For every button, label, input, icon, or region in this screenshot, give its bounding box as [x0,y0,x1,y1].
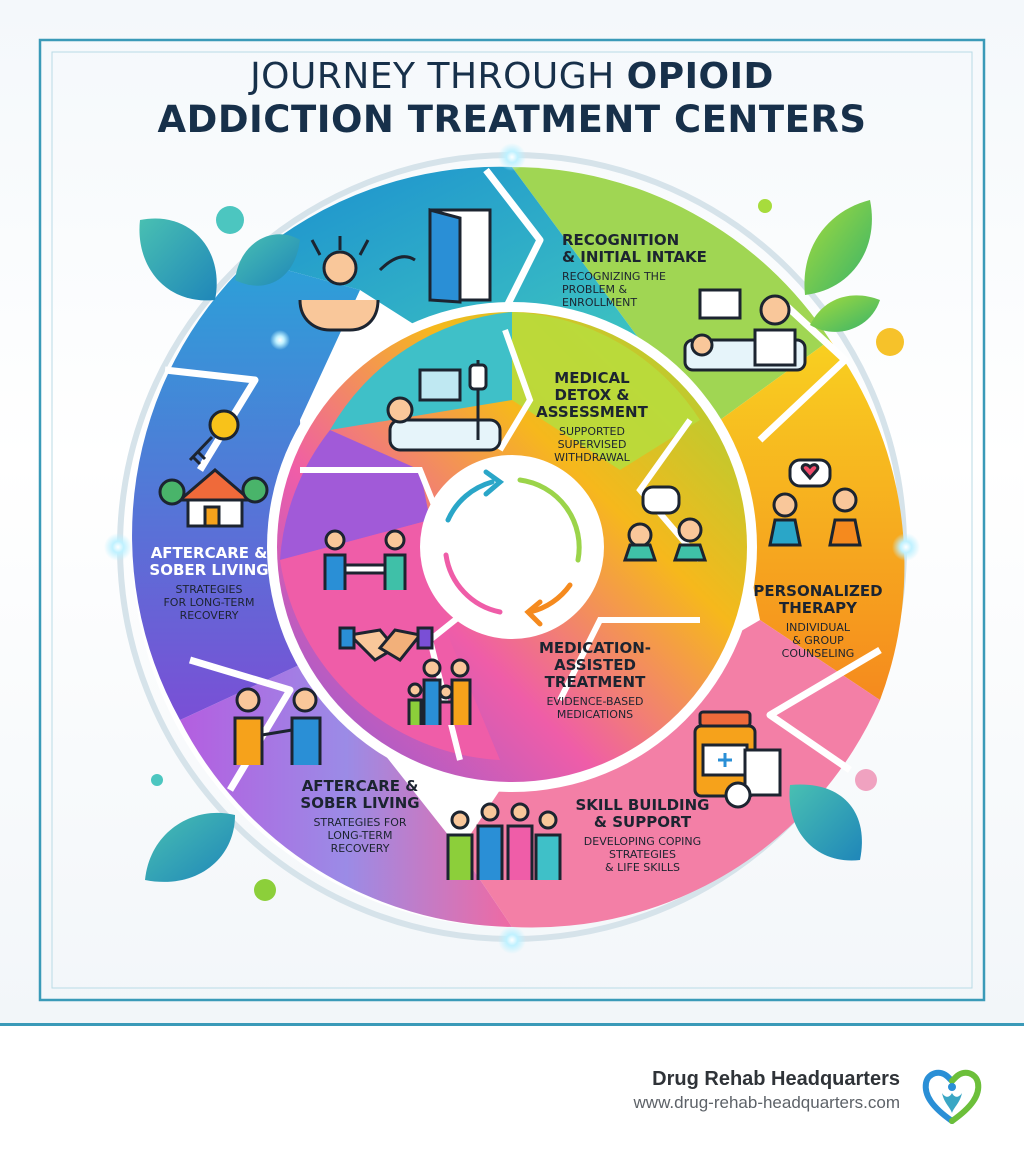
glow-dot-inner [270,330,290,350]
glow-dot-top [498,143,526,171]
leaf-icon [139,218,300,301]
family-icon [407,658,472,725]
page-title-line1: JOURNEY THROUGH OPIOID [0,56,1024,97]
title-bold-text: OPIOID [626,56,774,97]
orb-decor [855,769,877,791]
doctor-patient-icon [683,288,807,372]
stage-subtitle: ENROLLMENT [562,296,638,309]
glow-dot-right [892,533,920,561]
arrow-icon [378,255,416,272]
stage-mat-label: MEDICATION- ASSISTED TREATMENT EVIDENCE-… [520,639,670,722]
stage-subtitle: RECOGNIZING THE [562,270,666,283]
house-key-icon [158,409,269,528]
brand-url[interactable]: www.drug-rehab-headquarters.com [633,1093,900,1112]
stage-heading: SOBER LIVING [149,561,269,579]
orb-decor [216,206,244,234]
stage-heading: RECOGNITION [562,231,680,249]
stage-heading: AFTERCARE & [150,544,268,562]
footer [0,1027,1024,1154]
meeting-table-icon [323,529,407,590]
stage-recognition-label: RECOGNITION & INITIAL INTAKE RECOGNIZING… [562,231,732,310]
stage-therapy-label: PERSONALIZED THERAPY INDIVIDUAL & GROUP … [748,582,888,661]
stage-subtitle: LONG-TERM [327,829,393,842]
handshake-icon [338,626,434,662]
stage-subtitle: FOR LONG-TERM [163,596,255,609]
chat-bubbles-icon [622,485,708,562]
stage-heading: PERSONALIZED [753,582,883,600]
brand-name: Drug Rehab Headquarters [652,1068,900,1090]
inner-frame [51,51,973,989]
orb-decor [758,199,772,213]
orb-decor [151,774,163,786]
stage-detox-label: MEDICAL DETOX & ASSESSMENT SUPPORTED SUP… [527,369,657,465]
stage-heading: DETOX & [554,386,630,404]
stage-subtitle: EVIDENCE-BASED [546,695,644,708]
stage-heading: MEDICATION- [538,639,651,657]
stage-heading: THERAPY [778,599,858,617]
stage-subtitle: STRATEGIES [609,848,676,861]
stage-subtitle: SUPERVISED [557,438,627,451]
stage-subtitle: SUPPORTED [559,425,625,438]
page-title-line2: ADDICTION TREATMENT CENTERS [157,98,867,141]
stage-subtitle: INDIVIDUAL [785,621,851,634]
stage-subtitle: STRATEGIES FOR [313,816,407,829]
cycle-arrows-icon [443,469,582,627]
stage-heading: SOBER LIVING [300,794,420,812]
stage-subtitle: COUNSELING [781,647,855,660]
leaf-icon [804,200,880,332]
leaf-icon [789,784,862,861]
inner-segment-purple [280,430,430,560]
glow-dot-left [104,533,132,561]
logo-icon [922,1069,982,1124]
stage-skills-label: SKILL BUILDING & SUPPORT DEVELOPING COPI… [560,796,725,875]
open-door-icon [428,208,492,304]
stage-heading: SKILL BUILDING [575,796,710,814]
stage-heading: TREATMENT [544,673,646,691]
stage-heading: ASSESSMENT [536,403,648,421]
inner-segment-detox [512,312,700,470]
wheel-graphic [38,38,986,1002]
stage-subtitle: WITHDRAWAL [554,451,630,464]
stage-subtitle: MEDICATIONS [556,708,634,721]
stress-person-icon [298,236,380,332]
outer-frame [38,38,986,1002]
center-hole [420,455,604,639]
orb-decor [254,879,276,901]
stage-heading: & SUPPORT [593,813,692,831]
stage-subtitle: RECOVERY [179,609,239,622]
orb-decor [876,328,904,356]
stage-subtitle: DEVELOPING COPING [583,835,702,848]
stage-heading: MEDICAL [554,369,630,387]
stage-subtitle: & LIFE SKILLS [605,861,680,874]
stage-aftercare-bottom-label: AFTERCARE & SOBER LIVING STRATEGIES FOR … [290,777,430,856]
pill-bottle-icon [693,710,782,809]
stage-heading: ASSISTED [554,656,636,674]
stage-subtitle: STRATEGIES [175,583,243,596]
stage-heading: AFTERCARE & [301,777,419,795]
stage-heading: & INITIAL INTAKE [562,248,707,266]
title-light-text: JOURNEY THROUGH [250,56,627,97]
stage-aftercare-left-label: AFTERCARE & SOBER LIVING STRATEGIES FOR … [140,544,278,623]
stage-subtitle: & GROUP [792,634,844,647]
segment-skills [460,620,880,928]
footer-divider [0,1023,1024,1026]
iv-bed-icon [386,360,502,452]
leaf-icon [145,812,235,882]
helping-hand-icon [233,687,322,765]
stage-subtitle: PROBLEM & [562,283,628,296]
stage-subtitle: RECOVERY [330,842,390,855]
glow-dot-bottom [498,926,526,954]
therapy-heart-icon [768,458,862,547]
cheering-group-icon [446,802,562,880]
infographic-canvas: JOURNEY THROUGH OPIOID ADDICTION TREATME… [0,0,1024,1025]
